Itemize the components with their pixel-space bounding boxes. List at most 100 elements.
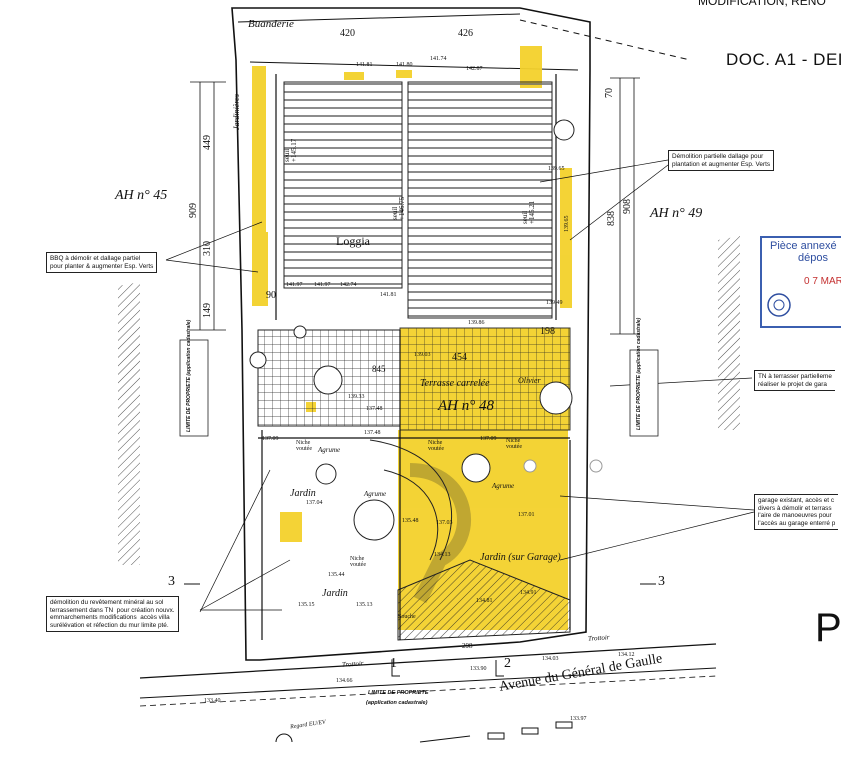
dim-845: 845 (372, 364, 386, 374)
level-13403: 134.03 (542, 656, 559, 662)
level-13544: 135.44 (328, 572, 345, 578)
level-13986: 139.86 (468, 320, 485, 326)
dim-198: 198 (540, 326, 555, 337)
dim-310: 310 (202, 241, 213, 256)
section-2: 2 (504, 656, 511, 671)
dim-426: 426 (458, 28, 473, 39)
parcel-left: AH n° 45 (115, 188, 168, 203)
level-13491: 134.91 (520, 590, 537, 596)
note-bbq: BBQ à démolir et dallage partiel pour pl… (46, 252, 158, 273)
room-terrasse: Terrasse carrelée (420, 378, 490, 389)
boundary-hatch-left (118, 282, 140, 565)
level-13413: 134.13 (434, 552, 451, 558)
level-13965b: 139.65 (564, 215, 570, 233)
room-jardin-garage: Jardin (sur Garage) (480, 552, 561, 563)
dim-298: 298 (462, 642, 473, 650)
dim-838: 838 (606, 211, 617, 226)
level-13933: 139.33 (348, 394, 365, 400)
street-trottoir-2: Trottoir (587, 633, 610, 643)
level-13701: 137.01 (518, 512, 535, 518)
deposit-stamp: Pièce annexé dépos 0 7 MARS (760, 236, 841, 328)
level-13481: 134.81 (476, 598, 493, 604)
level-13704: 137.04 (306, 500, 323, 506)
limite-bottom: LIMITE DE PROPRIETE (368, 690, 429, 696)
edge-letter: P (815, 606, 841, 650)
room-loggia: Loggia (336, 234, 370, 248)
level-14287: 142.87 (466, 66, 483, 72)
level-13748b: 137.48 (364, 430, 381, 436)
level-13709a: 137.09 (262, 436, 279, 442)
label-olivier: Olivier (518, 376, 541, 385)
label-niche-1: Niche voutée (296, 440, 312, 452)
level-13466: 134.66 (336, 678, 353, 684)
level-14197a: 141.97 (286, 282, 303, 288)
seuil-right: seuil +145.21 (521, 200, 536, 224)
level-13548: 135.48 (402, 518, 419, 524)
room-jardin-1: Jardin (290, 488, 316, 499)
label-niche-4: Niche voutée (350, 556, 366, 568)
parcel-right: AH n° 49 (650, 206, 703, 221)
room-jardinieres: Jardinières (232, 94, 241, 130)
level-13709b: 137.09 (480, 436, 497, 442)
level-14274: 142.74 (340, 282, 357, 288)
dim-90: 90 (266, 290, 276, 301)
dim-454: 454 (452, 352, 467, 363)
limite-boxes (179, 339, 659, 437)
section-3-left: 3 (168, 574, 175, 589)
room-jardin-2: Jardin (322, 588, 348, 599)
level-13748: 137.48 (366, 406, 383, 412)
stamp-line3: 0 7 MARS (804, 276, 841, 287)
inner-walls (258, 74, 571, 640)
level-13903: 139.03 (414, 352, 431, 358)
label-niche-2: Niche voutée (428, 440, 444, 452)
limite-bottom-sub: (application cadastrale) (366, 700, 428, 706)
level-14174: 141.74 (430, 56, 447, 62)
level-13390: 133.90 (470, 666, 487, 672)
label-agrume-1: Agrume (318, 446, 341, 454)
loggia-floor (283, 81, 553, 319)
trees (249, 119, 575, 541)
label-souche: Souche (398, 614, 416, 620)
label-niche-3: Niche voutée (506, 438, 522, 450)
top-banner: MODIFICATION, RENO (698, 0, 826, 8)
parcel-center: AH n° 48 (438, 398, 494, 414)
label-agrume-3: Agrume (492, 482, 515, 490)
note-demolition-dallage: Démolition partielle dallage pour planta… (668, 150, 775, 171)
seuil-main: seuil +146.75 (391, 196, 406, 220)
dim-149: 149 (202, 303, 213, 318)
level-13949: 139.49 (546, 300, 563, 306)
level-13515: 135.15 (298, 602, 315, 608)
stamp-seal-icon (767, 293, 791, 317)
limite-right: LIMITE DE PROPRIETE (application cadastr… (636, 317, 642, 430)
section-1: 1 (390, 656, 397, 671)
dim-70: 70 (604, 88, 615, 98)
street-trottoir-1: Trottoir (341, 659, 364, 669)
label-agrume-2: Agrume (364, 490, 387, 498)
limite-left: LIMITE DE PROPRIETE (application cadastr… (186, 319, 192, 432)
room-buanderie: Buanderie (248, 18, 294, 30)
garden-dots (523, 459, 603, 473)
level-13397: 133.97 (570, 716, 587, 722)
seuil-loggia: seuil +145.17 (283, 138, 298, 162)
street-lines (139, 643, 717, 743)
level-14181: 141.81 (356, 62, 373, 68)
dim-909: 909 (188, 203, 199, 218)
note-tn-terrasser: TN à terrasser partielleme réaliser le p… (754, 370, 835, 391)
dim-420: 420 (340, 28, 355, 39)
boundary-hatch-right (718, 236, 740, 430)
level-13703: 137.03 (436, 520, 453, 526)
note-garage: garage existant, accès et c divers à dém… (754, 494, 839, 530)
level-14197b: 141.97 (314, 282, 331, 288)
edge-dashes (519, 19, 691, 61)
dim-908: 908 (622, 199, 633, 214)
level-14181b: 141.81 (380, 292, 397, 298)
level-13513: 135.13 (356, 602, 373, 608)
note-demolition-revetement: démolition du revêtement minéral au sol … (46, 596, 179, 632)
level-13412: 134.12 (618, 652, 635, 658)
doc-title: DOC. A1 - DEI (726, 50, 841, 69)
section-markers (184, 583, 656, 677)
dim-449: 449 (202, 135, 213, 150)
level-13340: 133.40 (204, 698, 221, 704)
stamp-line2: dépos (798, 252, 828, 264)
